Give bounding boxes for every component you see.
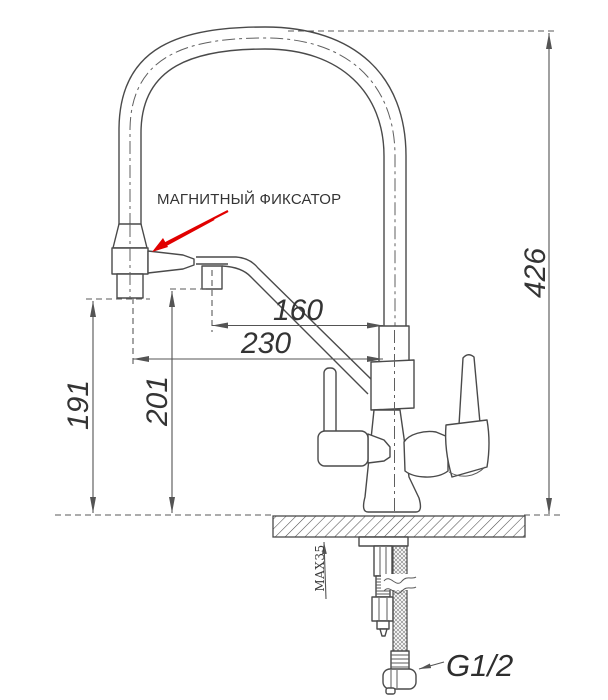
dim-upper-reach: 160 xyxy=(211,270,383,332)
hose-break-symbol xyxy=(383,576,417,584)
dim-overall-height: 426 xyxy=(519,33,552,514)
countertop xyxy=(272,515,526,538)
mounting-washer xyxy=(358,536,409,547)
dim-230-label: 230 xyxy=(240,327,291,360)
thread-label: G1/2 xyxy=(446,648,513,683)
dim-201-label: 201 xyxy=(141,376,174,427)
faucet-body xyxy=(362,325,422,513)
thread-callout: G1/2 xyxy=(418,648,513,683)
flex-hose xyxy=(381,545,419,695)
gooseneck-spout xyxy=(118,26,407,332)
dim-lower-reach: 230 xyxy=(132,298,383,365)
dim-426-label: 426 xyxy=(519,248,552,298)
dim-spray-outlet-height: 191 xyxy=(62,298,150,513)
filter-handle xyxy=(317,367,391,467)
filter-handle-lever xyxy=(323,367,337,437)
body-column xyxy=(362,409,422,513)
dim-191-label: 191 xyxy=(62,380,95,430)
mounting-nut xyxy=(371,596,394,622)
spray-head xyxy=(111,223,195,299)
max-thickness-callout: MAX35 xyxy=(313,541,327,600)
mixer-handle-lever xyxy=(458,354,481,428)
magnetic-lock-annotation: МАГНИТНЫЙ ФИКСАТОР xyxy=(152,190,341,252)
reference-lines xyxy=(55,30,562,516)
max-thickness-label: MAX35 xyxy=(313,544,327,591)
dim-body-outlet-height: 201 xyxy=(141,288,207,513)
magnetic-lock-arrow xyxy=(157,210,229,248)
hose-elbow-fitting xyxy=(382,668,417,690)
spray-nozzle xyxy=(147,250,195,274)
body-upper-block xyxy=(370,359,415,411)
mounting-stud xyxy=(371,545,394,637)
dim-160-label: 160 xyxy=(273,294,323,327)
filter-handle-base xyxy=(317,430,369,467)
outlet-tube xyxy=(196,256,375,395)
mixer-handle xyxy=(403,354,490,478)
mixer-handle-base xyxy=(444,419,490,478)
tube-connector-block xyxy=(201,265,223,290)
mounting-hardware xyxy=(358,536,419,695)
magnetic-lock-label: МАГНИТНЫЙ ФИКСАТОР xyxy=(157,190,341,208)
